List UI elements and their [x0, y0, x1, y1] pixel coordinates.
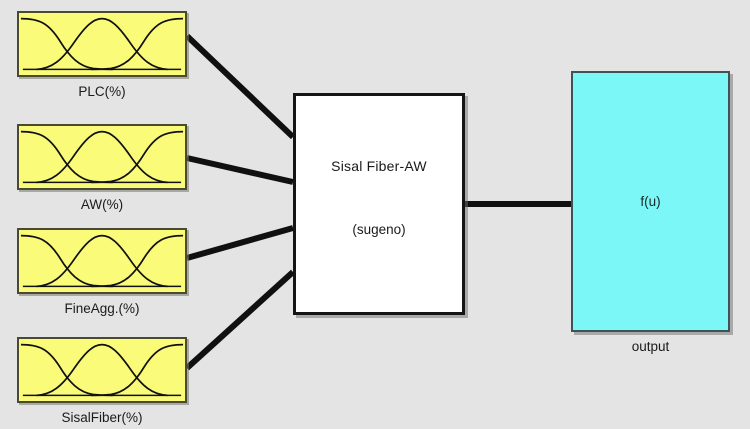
input-label-aw: AW(%)	[80, 197, 124, 212]
fis-inference-type: (sugeno)	[352, 222, 406, 237]
membership-functions-plot	[20, 343, 184, 397]
output-label: output	[631, 339, 670, 354]
membership-functions-plot	[20, 234, 184, 288]
fis-engine-name: Sisal Fiber-AW	[331, 158, 427, 174]
input-block-aw[interactable]	[17, 124, 187, 190]
output-block[interactable]: f(u)	[571, 71, 730, 332]
membership-functions-plot	[20, 17, 184, 71]
fis-engine-block[interactable]: Sisal Fiber-AW (sugeno)	[293, 93, 465, 315]
input-block-sisalfiber[interactable]	[17, 337, 187, 403]
input-block-plc[interactable]	[17, 11, 187, 77]
membership-functions-plot	[20, 130, 184, 184]
input-label-plc: PLC(%)	[78, 84, 126, 99]
output-function-label: f(u)	[640, 194, 661, 209]
input-label-sisalfiber: SisalFiber(%)	[61, 410, 143, 425]
input-label-fineagg: FineAgg.(%)	[64, 301, 140, 316]
input-block-fineagg[interactable]	[17, 228, 187, 294]
